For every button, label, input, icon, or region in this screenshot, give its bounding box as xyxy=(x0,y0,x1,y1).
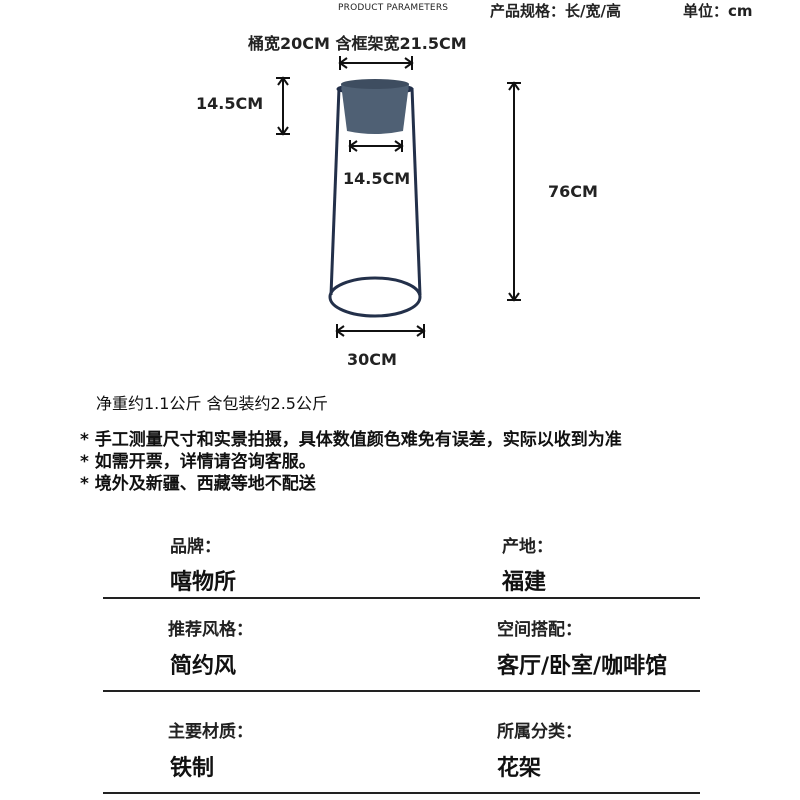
origin-label: 产地： xyxy=(502,537,553,557)
arrow-base-width xyxy=(335,324,426,338)
arrow-top-width xyxy=(338,56,414,70)
brand-value: 嘻物所 xyxy=(170,570,237,595)
total-height-label: 76CM xyxy=(548,182,598,201)
space-label: 空间搭配： xyxy=(497,620,582,640)
category-label: 所属分类： xyxy=(497,722,582,742)
divider-3 xyxy=(103,792,700,794)
base-width-label: 30CM xyxy=(347,350,397,369)
divider-2 xyxy=(103,690,700,692)
space-value: 客厅/卧室/咖啡馆 xyxy=(497,654,668,679)
origin-value: 福建 xyxy=(502,570,547,595)
plant-stand-diagram xyxy=(276,56,521,338)
pot xyxy=(341,79,409,134)
note-shipping: * 境外及新疆、西藏等地不配送 xyxy=(80,474,316,494)
note-measurement: * 手工测量尺寸和实景拍摄，具体数值颜色难免有误差，实际以收到为准 xyxy=(80,430,622,450)
category-value: 花架 xyxy=(497,756,542,781)
weight-text: 净重约1.1公斤 含包装约2.5公斤 xyxy=(96,394,328,413)
unit-label: 单位：cm xyxy=(683,2,753,20)
arrow-pot-height xyxy=(276,76,290,136)
pot-height-label: 14.5CM xyxy=(196,94,264,113)
material-value: 铁制 xyxy=(170,756,215,781)
brand-label: 品牌： xyxy=(170,537,221,557)
note-invoice: * 如需开票，详情请咨询客服。 xyxy=(80,452,316,472)
bucket-width-label: 桶宽20CM 含框架宽21.5CM xyxy=(248,34,467,53)
divider-1 xyxy=(103,597,700,599)
product-parameters-heading: PRODUCT PARAMETERS xyxy=(338,3,449,13)
style-label: 推荐风格： xyxy=(168,620,253,640)
style-value: 简约风 xyxy=(170,654,237,679)
arrow-total-height xyxy=(507,81,521,302)
pot-bottom-label: 14.5CM xyxy=(343,169,411,188)
material-label: 主要材质： xyxy=(168,722,253,742)
arrow-pot-bottom xyxy=(348,140,404,152)
spec-label: 产品规格：长/宽/高 xyxy=(490,2,621,20)
